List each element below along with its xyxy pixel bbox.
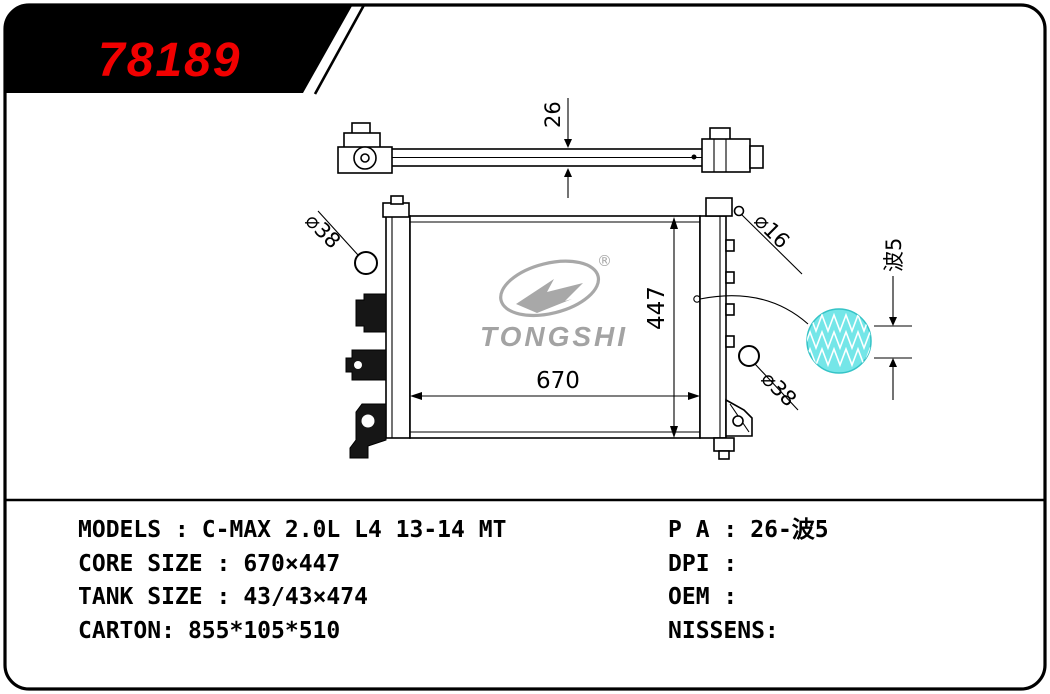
logo-arrow-icon	[516, 279, 583, 313]
spec-label: OEM :	[668, 584, 738, 610]
dimension-thickness: 26	[541, 98, 572, 198]
spec-label: NISSENS:	[668, 617, 779, 644]
left-bracket-lower	[349, 403, 387, 459]
spec-value: 26-波5	[750, 517, 829, 543]
radiator-side-view: 26	[337, 98, 764, 198]
page-border	[3, 3, 1047, 691]
spec-column-left: MODELS : C-MAX 2.0L L4 13-14 MT CORE SIZE…	[78, 514, 506, 648]
thickness-dim-label: 26	[541, 101, 565, 128]
spec-value: 855*105*510	[187, 617, 341, 644]
spec-row-nissens: NISSENS:	[668, 615, 829, 649]
fin-label: 波5	[882, 238, 906, 272]
spec-row-oem: OEM :	[668, 581, 829, 615]
side-view-left-fitting	[337, 122, 393, 174]
spec-column-right: P A : 26-波5 DPI : OEM : NISSENS:	[668, 514, 829, 648]
spec-row-dpi: DPI :	[668, 548, 829, 582]
dimension-core-width: 670	[410, 368, 700, 400]
spec-row-pa: P A : 26-波5	[668, 514, 829, 548]
spec-label: P A :	[668, 517, 738, 543]
left-bracket-upper	[355, 293, 387, 333]
part-number-banner	[5, 5, 366, 95]
spec-row-tank-size: TANK SIZE : 43/43×474	[78, 581, 506, 615]
left-pipe-callout: ⌀38	[300, 209, 378, 275]
right-top-pipe-callout: ⌀16	[740, 209, 803, 275]
spec-label: DPI :	[668, 550, 738, 577]
right-pipe-callout: ⌀38	[738, 345, 801, 411]
filler-neck	[382, 202, 410, 218]
side-view-right-fitting	[691, 127, 764, 173]
spec-value: 670×447	[243, 550, 341, 577]
left-bracket-middle	[345, 349, 387, 381]
spec-label: CORE SIZE :	[78, 550, 231, 577]
spec-row-core-size: CORE SIZE : 670×447	[78, 548, 506, 582]
right-top-pipe	[733, 205, 745, 217]
spec-label: TANK SIZE :	[78, 584, 231, 610]
core-height-label: 447	[644, 286, 670, 330]
brand-name: TONGSHI	[480, 321, 628, 352]
right-top-pipe-label: ⌀16	[749, 209, 794, 254]
spec-label: MODELS :	[78, 517, 189, 543]
dimension-core-height: 447	[644, 217, 678, 438]
dimension-fin: 波5	[874, 238, 912, 400]
spec-value: C-MAX 2.0L L4 13-14 MT	[201, 517, 507, 543]
registered-trademark-icon: ®	[597, 252, 612, 270]
core-width-label: 670	[536, 368, 580, 394]
right-bracket-lower	[713, 398, 753, 460]
left-pipe-label: ⌀38	[300, 209, 345, 254]
spec-label: CARTON:	[78, 617, 175, 644]
spec-value: 43/43×474	[243, 584, 368, 610]
part-number: 78189	[98, 34, 241, 87]
brand-logo: ® TONGSHI	[480, 252, 628, 352]
spec-row-carton: CARTON: 855*105*510	[78, 615, 506, 649]
logo-oval	[499, 259, 601, 318]
spec-row-models: MODELS : C-MAX 2.0L L4 13-14 MT	[78, 514, 506, 548]
